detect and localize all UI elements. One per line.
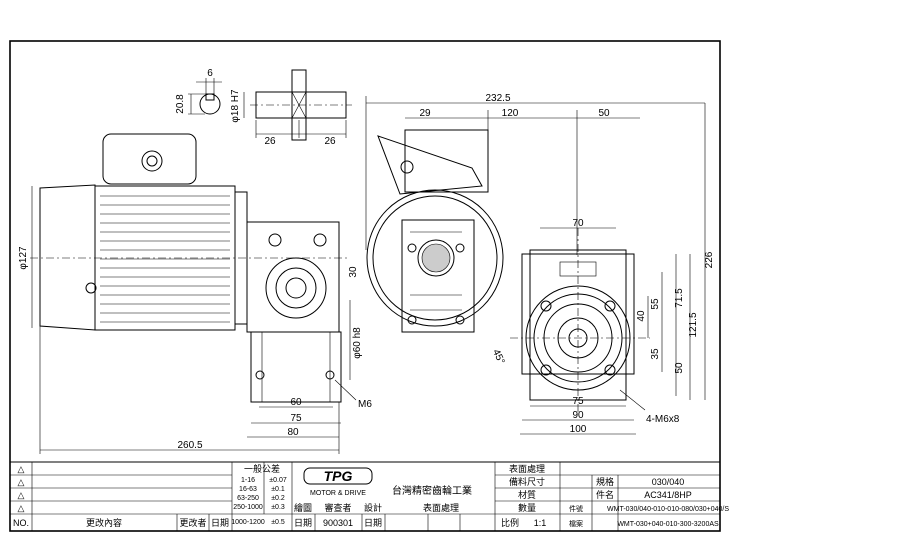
dim-26b: 26 <box>324 136 336 147</box>
label-m6: M6 <box>358 399 372 410</box>
revision-mark-2: △ <box>18 477 25 487</box>
ratio-value: 1:1 <box>534 518 547 528</box>
dim-40: 40 <box>636 310 647 322</box>
tol-value-3: ±0.2 <box>271 495 285 502</box>
gearbox-body <box>246 221 340 333</box>
date-label-3: 日期 <box>364 518 382 528</box>
tolerance-dim-label: 備料尺寸 <box>509 476 545 487</box>
revision-mark-4: △ <box>18 503 25 513</box>
tol-range-4: 250-1000 <box>233 504 263 511</box>
design-label: 設計 <box>364 502 382 513</box>
dim-60: 60 <box>290 397 302 408</box>
dim-50-top: 50 <box>598 108 610 119</box>
company-name: 台灣精密齒輪工業 <box>392 484 472 497</box>
dim-30: 30 <box>348 266 359 278</box>
spec-label: 規格 <box>596 476 614 487</box>
dim-6: 6 <box>207 68 213 79</box>
ratio-label: 比例 <box>501 517 519 528</box>
checker-label: 審查者 <box>324 502 351 513</box>
dim-26a: 26 <box>264 136 276 147</box>
tol-value-2: ±0.1 <box>271 486 285 493</box>
dim-71-5: 71.5 <box>674 288 685 308</box>
part-no-label: 件號 <box>569 504 583 513</box>
dim-232-5: 232.5 <box>485 93 510 104</box>
motor-side-view <box>30 133 350 403</box>
logo-subtext: MOTOR & DRIVE <box>310 490 366 497</box>
date-value: 900301 <box>323 518 353 528</box>
changer-label: 更改者 <box>179 517 206 528</box>
tol-value-4: ±0.3 <box>271 504 285 511</box>
motor-fins <box>100 195 230 323</box>
dim-45: 45° <box>490 348 506 366</box>
file-value: WMT-030+040-010-300-3200AS <box>617 521 719 528</box>
gearbox-front-view <box>366 129 504 333</box>
dim-90: 90 <box>572 410 584 421</box>
no-label: NO. <box>13 518 29 528</box>
dim-226: 226 <box>704 251 715 268</box>
tol-value-5: ±0.5 <box>271 519 285 526</box>
dim-100: 100 <box>570 424 587 435</box>
surface-label: 表面處理 <box>509 463 545 474</box>
dim-phi18h7: φ18 H7 <box>230 89 241 123</box>
drawing-frame <box>9 40 721 532</box>
terminal-box <box>102 133 197 185</box>
dim-80: 80 <box>287 427 299 438</box>
tol-range-2: 16-63 <box>239 486 257 493</box>
dim-35: 35 <box>650 348 661 360</box>
tol-range-5: 1000-1200 <box>231 519 265 526</box>
label-4-m6x8: 4-M6x8 <box>646 414 680 425</box>
dim-70: 70 <box>572 218 584 229</box>
dim-55: 55 <box>650 298 661 310</box>
dim-75-right: 75 <box>572 396 584 407</box>
change-content-label: 更改內容 <box>86 517 122 528</box>
file-label: 檔案 <box>569 519 583 528</box>
tol-range-1: 1-16 <box>241 477 255 484</box>
tolerance-title: 一般公差 <box>244 463 280 474</box>
dim-75-left: 75 <box>290 413 302 424</box>
tol-range-3: 63-250 <box>237 495 259 502</box>
part-value: AC341/8HP <box>644 490 692 500</box>
dim-20-8: 20.8 <box>175 94 186 114</box>
keyway-detail <box>188 78 222 115</box>
unit-label: 數量 <box>518 502 536 513</box>
design-value-label: 表面處理 <box>423 502 459 513</box>
title-block <box>10 461 720 531</box>
revision-mark-1: △ <box>18 464 25 474</box>
dim-121-5: 121.5 <box>688 312 699 337</box>
dim-29: 29 <box>419 108 431 119</box>
gearbox-output-view <box>510 228 650 414</box>
shaft-detail <box>243 69 352 141</box>
dim-120: 120 <box>502 108 519 119</box>
draw-label: 繪圖 <box>294 502 312 513</box>
company-logo <box>303 467 373 485</box>
date-label-2: 日期 <box>294 518 312 528</box>
revision-mark-3: △ <box>18 490 25 500</box>
material-label: 材質 <box>518 489 536 500</box>
dim-50-right: 50 <box>674 362 685 374</box>
part-label: 件名 <box>596 489 614 500</box>
logo-text: TPG <box>324 468 353 484</box>
spec-value: 030/040 <box>652 477 685 487</box>
dim-260-5: 260.5 <box>177 440 202 451</box>
part-no-value: WMT-030/040-010-010-080/030+040/S <box>607 506 729 513</box>
dim-phi127: φ127 <box>18 246 29 270</box>
date-label: 日期 <box>211 518 229 528</box>
dim-phi60h8: φ60 h8 <box>352 327 363 359</box>
tol-value-1: ±0.07 <box>269 477 287 484</box>
